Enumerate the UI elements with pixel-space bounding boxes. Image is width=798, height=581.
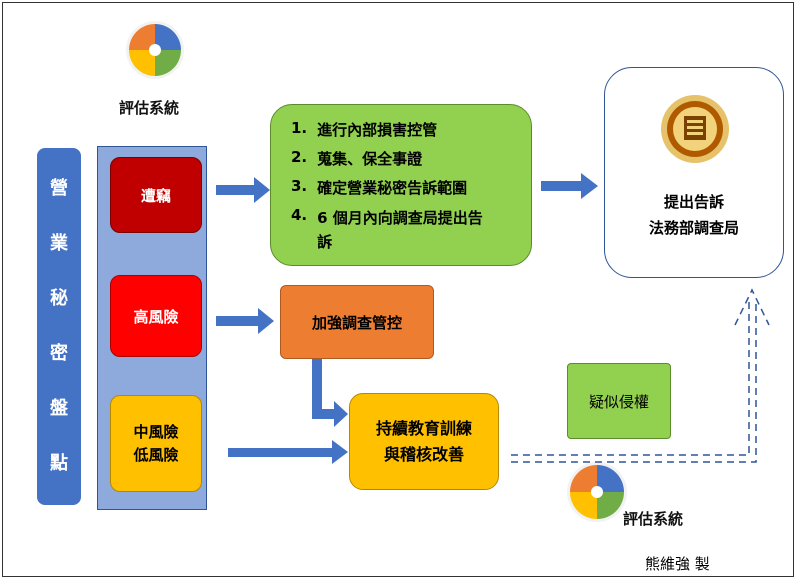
stolen-label: 遭竊 — [140, 186, 171, 205]
continuous-training-line2: 與稽核改善 — [383, 444, 464, 464]
mid-risk-label: 中風險 — [133, 423, 179, 441]
eval-system-label-top: 評估系統 — [119, 99, 180, 117]
action-number: 1. — [291, 119, 308, 137]
trade-secret-inventory-title: 營 業 秘 密 盤 點 — [37, 148, 81, 505]
author-credit: 熊維強 製 — [645, 555, 710, 573]
high-risk-box: 高風險 — [110, 275, 202, 357]
continuous-training-line1: 持續教育訓練 — [375, 418, 472, 438]
mid-low-risk-box: 中風險 低風險 — [110, 395, 202, 492]
suspected-infringement-box: 疑似侵權 — [567, 363, 671, 439]
eval-wheel-icon — [125, 20, 185, 80]
action-text: 進行內部損害控管 — [317, 121, 438, 139]
low-risk-label: 低風險 — [133, 445, 179, 464]
suspected-infringement-label: 疑似侵權 — [588, 392, 649, 411]
title-char: 密 — [50, 342, 68, 364]
title-char: 業 — [50, 233, 68, 255]
title-char: 秘 — [50, 288, 68, 310]
continuous-training-box: 持續教育訓練 與稽核改善 — [349, 393, 499, 490]
action-item: 2. 蒐集、保全事證 — [291, 148, 492, 177]
stolen-box: 遭竊 — [110, 157, 202, 233]
action-text: 蒐集、保全事證 — [317, 150, 423, 168]
eval-wheel-icon — [566, 461, 628, 523]
action-text: 確定營業秘密告訴範圍 — [317, 179, 468, 197]
eval-system-label-bottom: 評估系統 — [623, 510, 684, 528]
title-char: 盤 — [50, 397, 68, 419]
action-number: 2. — [291, 148, 308, 166]
report-box: 提出告訴 法務部調查局 — [604, 67, 784, 278]
report-line2: 法務部調查局 — [648, 218, 739, 237]
stolen-action-box: 1. 進行內部損害控管 2. 蒐集、保全事證 3. 確定營業秘密告訴範圍 4. … — [270, 104, 532, 266]
strengthen-control-box: 加強調查管控 — [280, 285, 434, 359]
action-text: 6 個月內向調查局提出告訴 — [317, 209, 483, 251]
action-number: 4. — [291, 206, 308, 224]
high-risk-label: 高風險 — [133, 307, 179, 326]
report-line1: 提出告訴 — [663, 193, 724, 211]
action-item: 1. 進行內部損害控管 — [291, 119, 492, 148]
action-number: 3. — [291, 177, 308, 195]
investigation-bureau-seal-icon — [660, 94, 730, 164]
action-item: 3. 確定營業秘密告訴範圍 — [291, 177, 492, 206]
title-char: 點 — [50, 452, 68, 474]
title-char: 營 — [50, 178, 68, 200]
action-item: 4. 6 個月內向調查局提出告訴 — [291, 206, 492, 254]
strengthen-control-label: 加強調查管控 — [311, 313, 402, 332]
